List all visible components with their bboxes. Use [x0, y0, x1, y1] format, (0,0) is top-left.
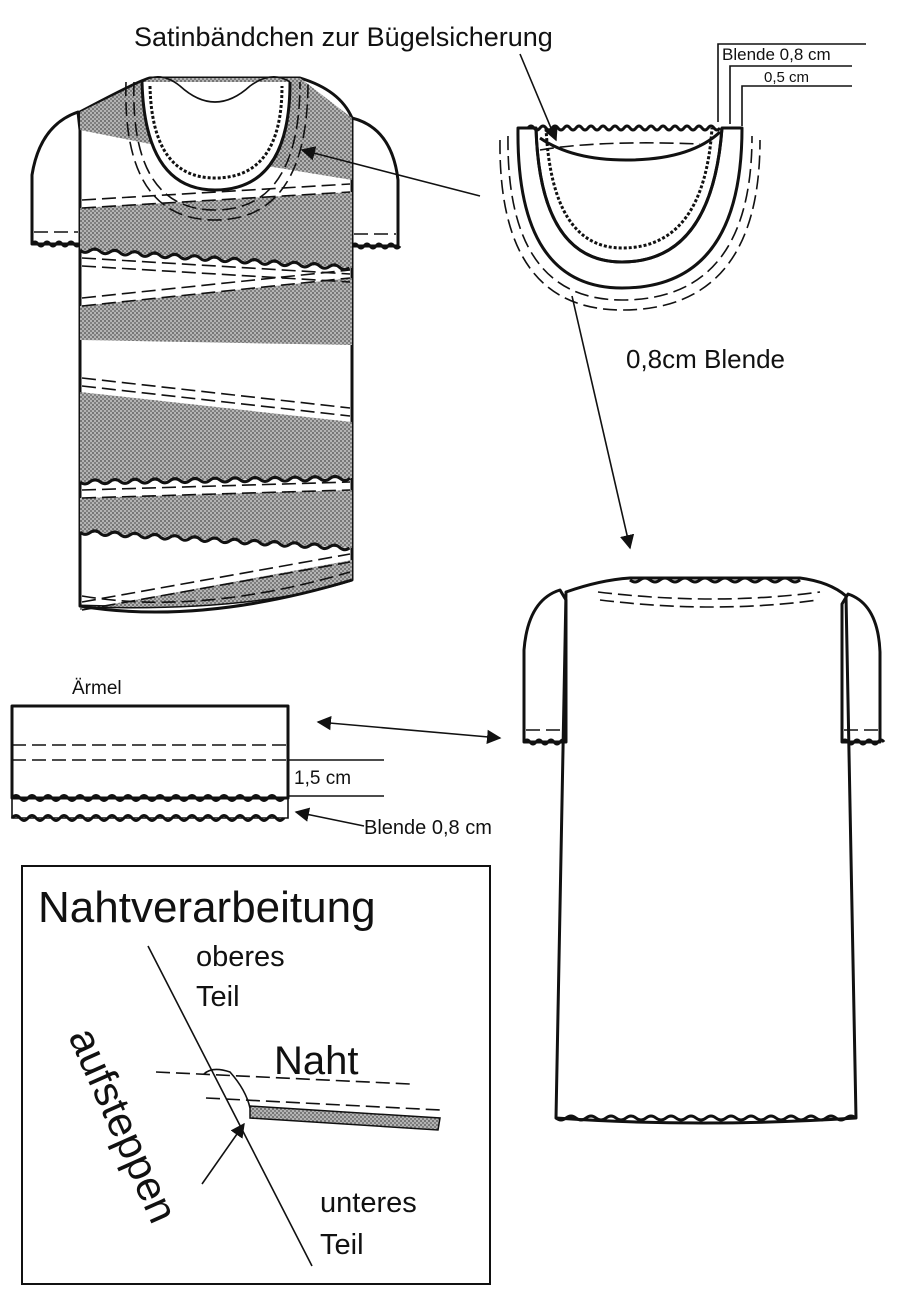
neck-facing-detail [499, 43, 866, 311]
front-band [80, 560, 352, 610]
fabric-edge [249, 1105, 441, 1131]
seam-box-title: Nahtverarbeitung [38, 883, 376, 932]
neck-facing-inner-label: 0,5 cm [764, 69, 809, 86]
front-band [80, 278, 352, 345]
arrow-to-back [571, 295, 635, 550]
seam-label: Naht [274, 1039, 359, 1083]
neck-facing-outer-label: Blende 0,8 cm [722, 45, 831, 64]
arrow-sleeve-facing [294, 807, 365, 827]
front-shirt [30, 76, 402, 614]
arrows [294, 53, 635, 827]
front-band [80, 392, 352, 482]
lower-part-label-2: Teil [320, 1229, 364, 1261]
front-neck-opening [142, 82, 290, 190]
seam-detail-box [21, 865, 491, 1285]
lower-part-label-1: unteres [320, 1187, 417, 1219]
sleeve-measure-label: 1,5 cm [294, 768, 351, 789]
upper-part-label-2: Teil [196, 981, 240, 1013]
back-left-sleeve [522, 588, 568, 744]
front-band [80, 192, 352, 268]
front-left-sleeve [30, 110, 82, 246]
seam-box-frame [21, 865, 491, 1285]
sleeve-panel [10, 704, 290, 800]
facing-width-label: 0,8cm Blende [626, 344, 785, 374]
back-shirt [522, 576, 886, 1125]
arrow-satin-ribbon [519, 53, 558, 142]
sleeve-title: Ärmel [72, 678, 122, 699]
satin-ribbon-label: Satinbändchen zur Bügelsicherung [134, 22, 553, 52]
upper-part-label-1: oberes [196, 941, 285, 973]
arrow-to-front-neck [300, 146, 481, 197]
back-body [554, 576, 858, 1125]
sleeve-detail [10, 704, 384, 822]
arrow-sleeve-both [316, 715, 502, 745]
sleeve-facing-label: Blende 0,8 cm [364, 817, 492, 839]
front-right-sleeve [350, 116, 400, 248]
front-band [80, 490, 352, 548]
